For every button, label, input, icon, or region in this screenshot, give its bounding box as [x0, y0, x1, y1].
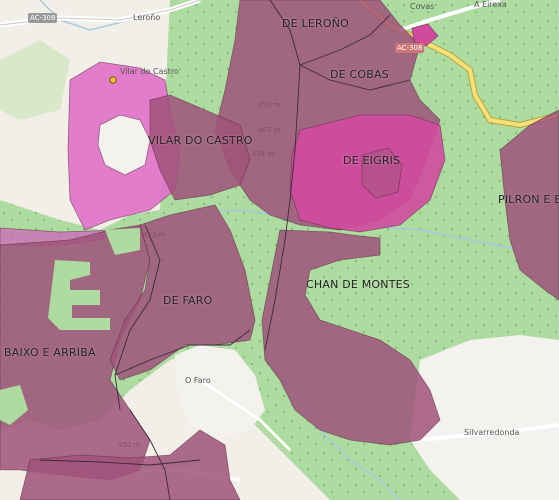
parish-label-baixo: BAIXO E ARRIBA	[4, 346, 96, 359]
parish-label-chan: CHAN DE MONTES	[306, 278, 410, 291]
parish-label-pilron: PILRON E BO	[498, 193, 559, 206]
place-label-lerono: Leroño	[133, 13, 161, 22]
parish-label-cobas: DE COBAS	[330, 68, 389, 81]
village-marker[interactable]	[109, 76, 117, 84]
place-label-ofaro: O Faro	[185, 376, 211, 385]
boundary-lines	[39, 0, 411, 500]
road-ref-ac308-top: AC-308	[395, 43, 425, 53]
place-label-eirexa: A Eirexa	[474, 0, 507, 9]
forest-inserts	[0, 228, 140, 425]
place-label-vilar-village: Vilar de Castro	[120, 67, 179, 76]
parish-label-lerono: DE LEROÑO	[282, 17, 349, 30]
elevation-label: 433 m	[143, 231, 166, 239]
place-label-covas: Covas	[410, 2, 435, 11]
road-ref-ac308-left: AC-308	[28, 13, 58, 23]
parish-label-faro: DE FARO	[163, 294, 213, 307]
parish-label-vilar: VILAR DO CASTRO	[148, 134, 253, 147]
elevation-label: 450 m	[118, 441, 141, 449]
elevation-label: 454 m	[252, 150, 275, 158]
parish-label-eigris: DE EIGRIS	[343, 154, 401, 167]
place-label-silvarredonda: Silvarredonda	[464, 428, 520, 437]
elevation-label: 450 m	[258, 101, 281, 109]
elevation-label: 461 m	[258, 126, 281, 134]
